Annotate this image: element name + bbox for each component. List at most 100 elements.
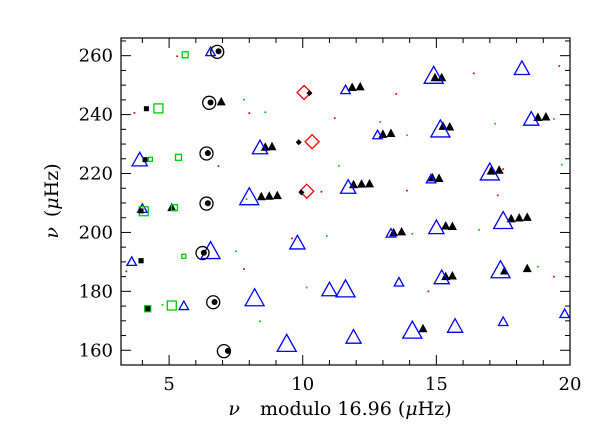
- green-dot-marker: [234, 250, 237, 253]
- red-dot-marker: [472, 72, 475, 75]
- open-square-marker: [174, 153, 183, 161]
- open-square-marker: [181, 51, 189, 59]
- filled-triangle-marker: [434, 173, 444, 183]
- open-triangle-marker: [425, 173, 437, 184]
- open-triangle-marker: [238, 186, 260, 206]
- y-axis-nu: ν: [41, 227, 63, 239]
- open-square-marker: [144, 305, 152, 313]
- filled-circle-marker: [204, 150, 211, 157]
- y-tick-label: 180: [79, 281, 113, 302]
- open-triangle-marker: [251, 138, 269, 155]
- green-dot-marker: [258, 320, 261, 323]
- red-dot-marker: [552, 275, 555, 278]
- filled-triangle-marker: [430, 72, 440, 82]
- filled-triangle-marker: [389, 227, 399, 237]
- open-triangle-marker: [288, 233, 307, 250]
- open-triangle-marker: [276, 333, 298, 353]
- red-dot-marker: [125, 270, 128, 273]
- filled-circle-marker: [215, 48, 222, 55]
- filled-circle-marker: [224, 347, 231, 354]
- open-triangle-marker: [433, 268, 451, 285]
- filled-triangle-marker: [445, 121, 455, 131]
- red-dot-marker: [248, 112, 251, 115]
- chart-marks: [125, 44, 571, 359]
- open-circle-marker: [206, 295, 221, 310]
- green-dot-marker: [536, 265, 539, 268]
- filled-triangle-marker: [355, 81, 365, 91]
- filled-triangle-marker: [272, 190, 282, 200]
- filled-circle-marker: [207, 99, 214, 106]
- open-diamond-marker: [296, 84, 312, 101]
- filled-triangle-marker: [541, 111, 551, 121]
- filled-triangle-marker: [441, 271, 451, 281]
- open-triangle-marker: [427, 218, 446, 235]
- x-axis-mu: μ: [405, 398, 417, 420]
- green-dot-marker: [242, 98, 245, 101]
- open-triangle-marker: [446, 317, 464, 333]
- open-triangle-marker: [344, 328, 363, 344]
- filled-square-marker: [138, 208, 144, 214]
- y-axis-unit: Hz): [41, 163, 63, 197]
- green-dot-marker: [325, 234, 328, 237]
- filled-square-marker: [142, 157, 148, 163]
- open-diamond-marker: [298, 183, 315, 200]
- filled-triangle-marker: [447, 271, 457, 280]
- green-dot-marker: [411, 232, 414, 235]
- open-triangle-marker: [558, 307, 571, 319]
- open-triangle-marker: [497, 315, 510, 327]
- open-circle-marker: [199, 196, 214, 211]
- x-axis-unit: Hz): [418, 398, 452, 420]
- red-dot-marker: [405, 189, 408, 192]
- filled-triangle-marker: [441, 220, 451, 230]
- red-dot-marker: [502, 168, 505, 171]
- red-dot-marker: [333, 117, 336, 120]
- green-dot-marker: [264, 111, 267, 114]
- x-tick-label: 15: [425, 374, 448, 395]
- filled-triangle-marker: [522, 212, 532, 221]
- filled-triangle-marker: [216, 96, 226, 106]
- filled-triangle-marker: [486, 166, 496, 175]
- x-tick-label: 20: [559, 374, 582, 395]
- open-triangle-marker: [125, 255, 138, 267]
- y-tick-label: 220: [79, 164, 113, 185]
- open-triangle-marker: [513, 59, 531, 76]
- filled-triangle-marker: [506, 213, 516, 223]
- filled-triangle-marker: [514, 212, 524, 222]
- open-triangle-marker: [522, 110, 540, 126]
- filled-diamond-marker: [295, 139, 302, 146]
- open-triangle-marker: [199, 240, 222, 260]
- filled-diamond-marker: [298, 189, 305, 196]
- filled-square-marker: [138, 258, 144, 264]
- green-dot-marker: [478, 228, 481, 231]
- open-triangle-marker: [320, 280, 339, 297]
- open-circle-marker: [195, 245, 210, 261]
- filled-triangle-marker: [397, 226, 407, 236]
- open-triangle-marker: [371, 128, 384, 140]
- open-triangle-marker: [492, 210, 514, 230]
- green-dot-marker: [494, 122, 497, 125]
- y-tick-label: 240: [79, 105, 113, 126]
- open-triangle-marker: [339, 178, 357, 194]
- x-axis-nu: ν: [228, 398, 240, 420]
- x-tick-label: 10: [291, 374, 314, 395]
- red-dot-marker: [176, 55, 179, 58]
- red-dot-marker: [496, 194, 499, 197]
- green-dot-marker: [405, 134, 408, 137]
- red-dot-marker: [320, 190, 323, 193]
- open-square-marker: [147, 156, 154, 163]
- filled-circle-marker: [200, 249, 207, 256]
- red-dot-marker: [395, 92, 398, 95]
- x-tick-label: 5: [163, 374, 174, 395]
- filled-triangle-marker: [447, 221, 457, 231]
- red-dot-marker: [133, 111, 136, 114]
- open-triangle-marker: [339, 83, 352, 95]
- open-circle-marker: [199, 146, 214, 161]
- red-dot-marker: [558, 64, 561, 67]
- y-tick-label: 260: [79, 46, 113, 67]
- open-square-marker: [166, 300, 177, 311]
- y-axis-mu: μ: [41, 197, 63, 209]
- open-circle-marker: [202, 95, 217, 110]
- green-dot-marker: [305, 286, 308, 289]
- filled-triangle-marker: [357, 179, 367, 188]
